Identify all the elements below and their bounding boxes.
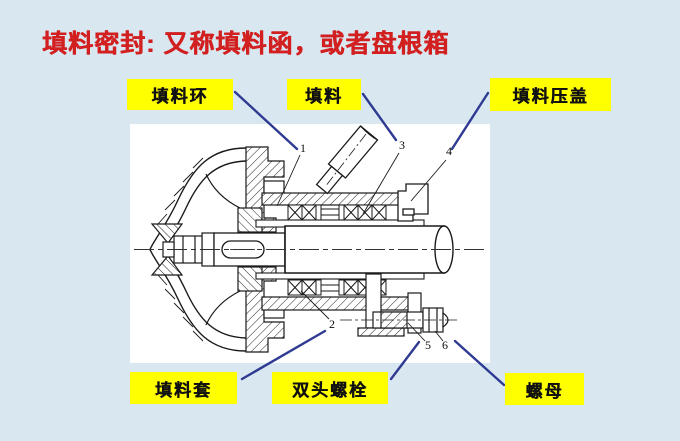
label-nut: 螺母 <box>505 373 584 405</box>
lug-foot <box>357 327 405 337</box>
callout-packing-gland <box>450 91 490 151</box>
label-packing-sleeve: 填料套 <box>130 372 237 404</box>
callout-packing-sleeve <box>240 329 327 381</box>
shroud-hatch-ticks <box>157 157 204 342</box>
lantern-ring-top <box>315 204 345 221</box>
lantern-ring-bottom <box>315 279 345 296</box>
slide-title: 填料密封: 又称填料函，或者盘根箱 <box>42 30 450 58</box>
gland-bottom-assembly <box>340 273 458 337</box>
shaft-sleeve-bottom <box>255 272 425 280</box>
hex-nut-part <box>422 307 449 333</box>
label-packing-gland: 填料压盖 <box>490 78 611 111</box>
part-number-4: 4 <box>446 144 452 158</box>
callout-packing-ring <box>233 90 299 151</box>
label-packing-ring: 填料环 <box>127 79 233 110</box>
part-number-5: 5 <box>425 338 431 352</box>
part-number-1: 1 <box>300 141 306 155</box>
seal-pipe <box>315 125 379 195</box>
gland-top <box>397 183 429 222</box>
label-packing: 填料 <box>287 79 361 110</box>
part-leader-lines <box>276 152 447 342</box>
packing-top <box>287 204 387 221</box>
callout-packing <box>361 92 398 142</box>
callout-nut <box>453 339 506 387</box>
part-number-3: 3 <box>399 138 405 152</box>
part-number-6: 6 <box>442 338 448 352</box>
label-stud-bolt: 双头螺栓 <box>272 372 388 404</box>
part-number-2: 2 <box>329 317 335 331</box>
stuffing-box-wall-top <box>261 192 401 206</box>
callout-stud-bolt <box>389 340 421 381</box>
callout-lines <box>233 90 506 387</box>
packing-sleeve-wall-bottom <box>261 296 415 311</box>
